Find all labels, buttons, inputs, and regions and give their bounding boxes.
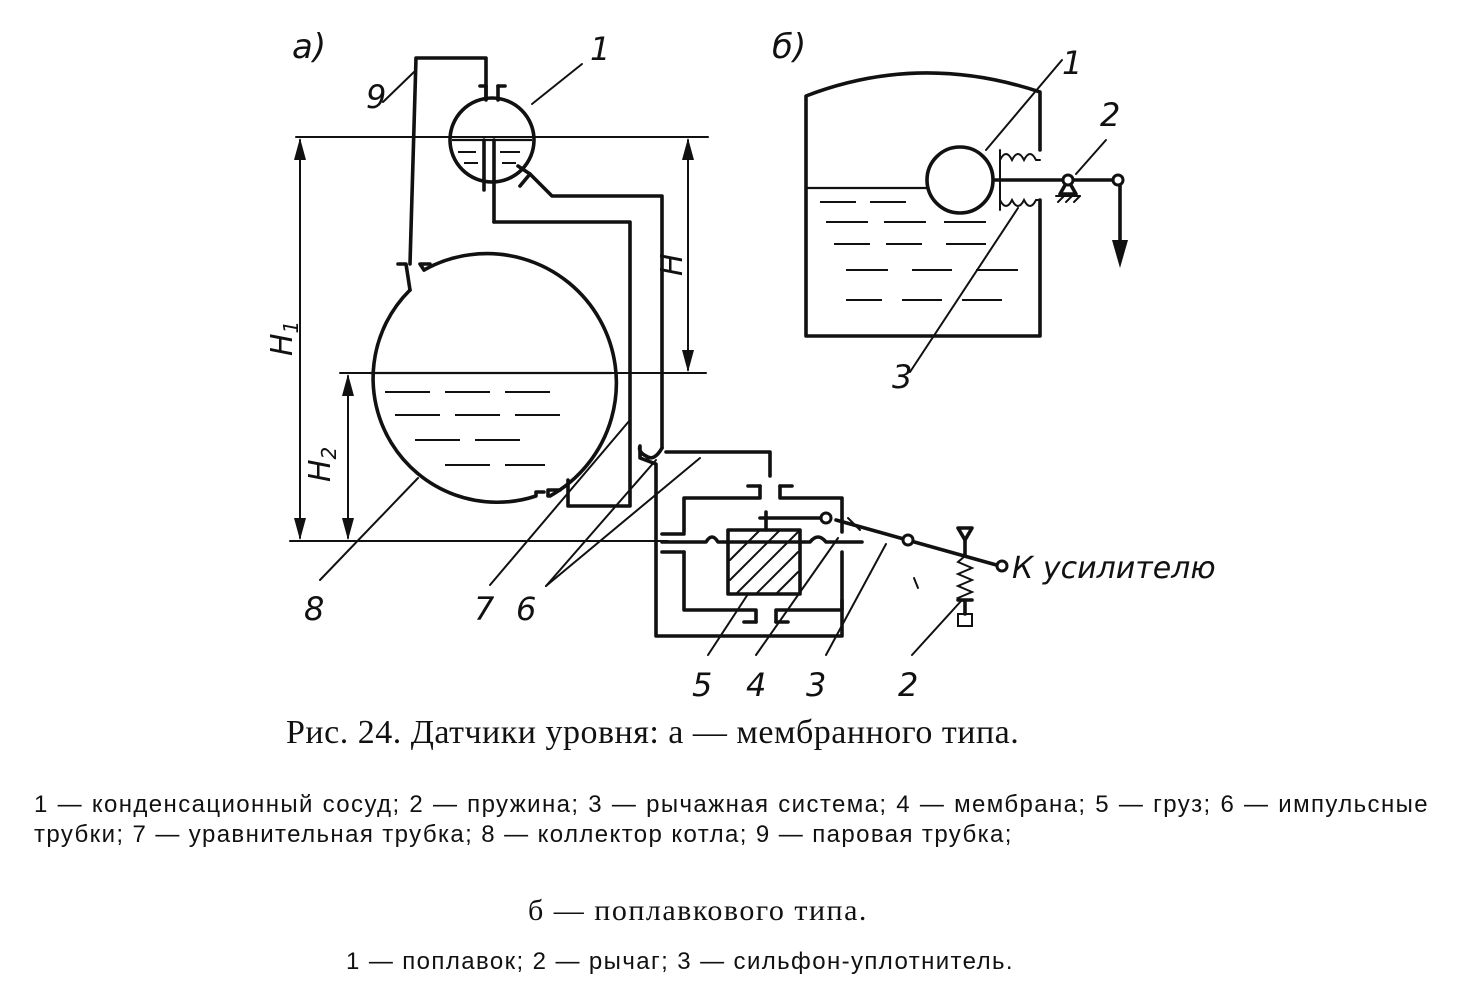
panel-b-label: б): [772, 27, 806, 67]
dimension-h1: H1: [265, 138, 306, 540]
panel-a-label: a): [292, 27, 326, 67]
legend-float-type: 1 — поплавок; 2 — рычаг; 3 — сильфон-упл…: [346, 948, 1014, 975]
callout-a-1: 1: [590, 30, 610, 68]
lever-system: [819, 511, 1009, 589]
dimension-h1-label: H1: [265, 321, 303, 356]
dimension-h2: H2: [303, 374, 354, 540]
panel-a: a) H1 H2 H: [265, 27, 1216, 700]
callout-a-6: 6: [516, 590, 536, 628]
callout-a-8: 8: [304, 590, 324, 628]
impulse-tube-right: [492, 220, 632, 508]
condensation-vessel: [448, 84, 664, 450]
membrane-housing: [660, 484, 864, 624]
callout-a-5: 5: [692, 666, 712, 700]
callout-b-1: 1: [1062, 44, 1082, 82]
panel-b-leaders: [909, 59, 1107, 373]
weight-block: [726, 510, 826, 596]
impulse-tube-upper: [664, 450, 772, 478]
panel-b-callouts: 1 2 3: [892, 44, 1120, 396]
equalizing-tube: [637, 444, 844, 638]
panel-a-leaders: [319, 63, 963, 656]
spring: [955, 526, 975, 627]
panel-a-callouts: 1 9 8 7 6 5 4 3 2: [304, 30, 918, 700]
level-sensor-diagram: a) H1 H2 H: [265, 27, 1216, 700]
float: [925, 145, 995, 215]
callout-b-3: 3: [892, 358, 912, 396]
dimension-h2-label: H2: [303, 447, 341, 482]
callout-b-2: 2: [1100, 96, 1120, 134]
boiler-collector: [370, 251, 619, 505]
steam-tube: [408, 56, 488, 266]
callout-a-9: 9: [366, 78, 386, 116]
callout-a-2: 2: [898, 666, 918, 700]
to-amplifier-label: К усилителю: [1012, 551, 1216, 586]
float-tank: [804, 71, 1042, 338]
panel-b: б): [772, 27, 1128, 396]
figure-caption: Рис. 24. Датчики уровня: а — мембранного…: [286, 714, 1020, 751]
callout-a-3: 3: [806, 666, 826, 700]
bellows-seal: [999, 149, 1041, 211]
float-lever: [1055, 173, 1128, 268]
callout-a-4: 4: [746, 666, 766, 700]
legend-membrane-type: 1 — конденсационный сосуд; 2 — пружина; …: [34, 791, 1429, 848]
callout-a-7: 7: [474, 590, 495, 628]
subtitle-float-type: б — поплавкового типа.: [528, 894, 868, 927]
